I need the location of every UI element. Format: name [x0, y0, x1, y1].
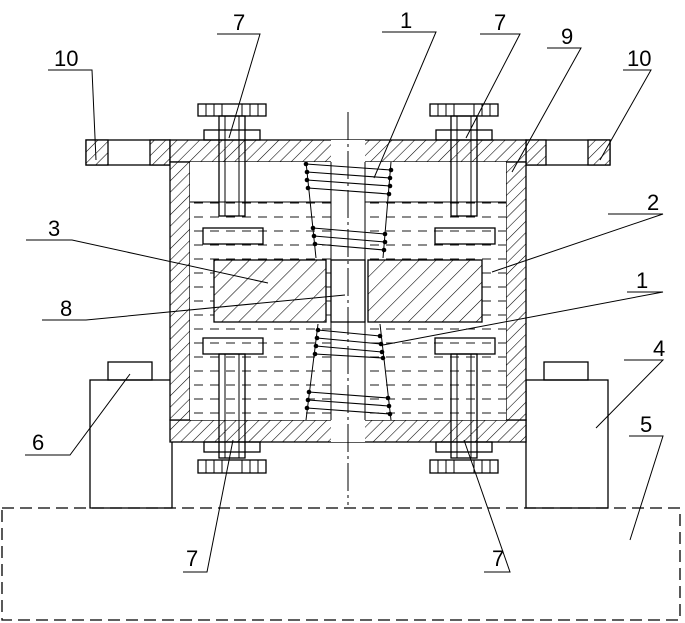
adjust-screw-top-left [197, 103, 267, 245]
label-5: 5 [640, 412, 652, 437]
label-10-left: 10 [54, 46, 78, 71]
label-7-top-right: 7 [494, 10, 506, 35]
label-3: 3 [48, 216, 60, 241]
right-support-block [525, 361, 609, 509]
leader-lines [25, 31, 665, 573]
label-10-right: 10 [627, 46, 651, 71]
label-1-mid: 1 [636, 268, 648, 293]
label-6: 6 [32, 430, 44, 455]
adjust-screw-top-right [429, 103, 499, 245]
base-platform [1, 507, 681, 621]
part-labels: 10 10 7 7 1 9 2 3 8 1 4 5 6 7 7 [32, 8, 665, 571]
label-7-bottom-left: 7 [186, 546, 198, 571]
left-support-block [89, 361, 173, 509]
label-2: 2 [647, 190, 659, 215]
label-7-top-left: 7 [233, 10, 245, 35]
label-7-bottom-right: 7 [492, 546, 504, 571]
mass-block [213, 259, 483, 323]
adjust-screw-bottom-right [429, 337, 499, 474]
label-9: 9 [561, 24, 573, 49]
label-4: 4 [653, 336, 665, 361]
label-8: 8 [60, 296, 72, 321]
adjust-screw-bottom-left [197, 337, 267, 474]
label-1-top: 1 [400, 8, 412, 33]
top-flange [85, 139, 611, 166]
